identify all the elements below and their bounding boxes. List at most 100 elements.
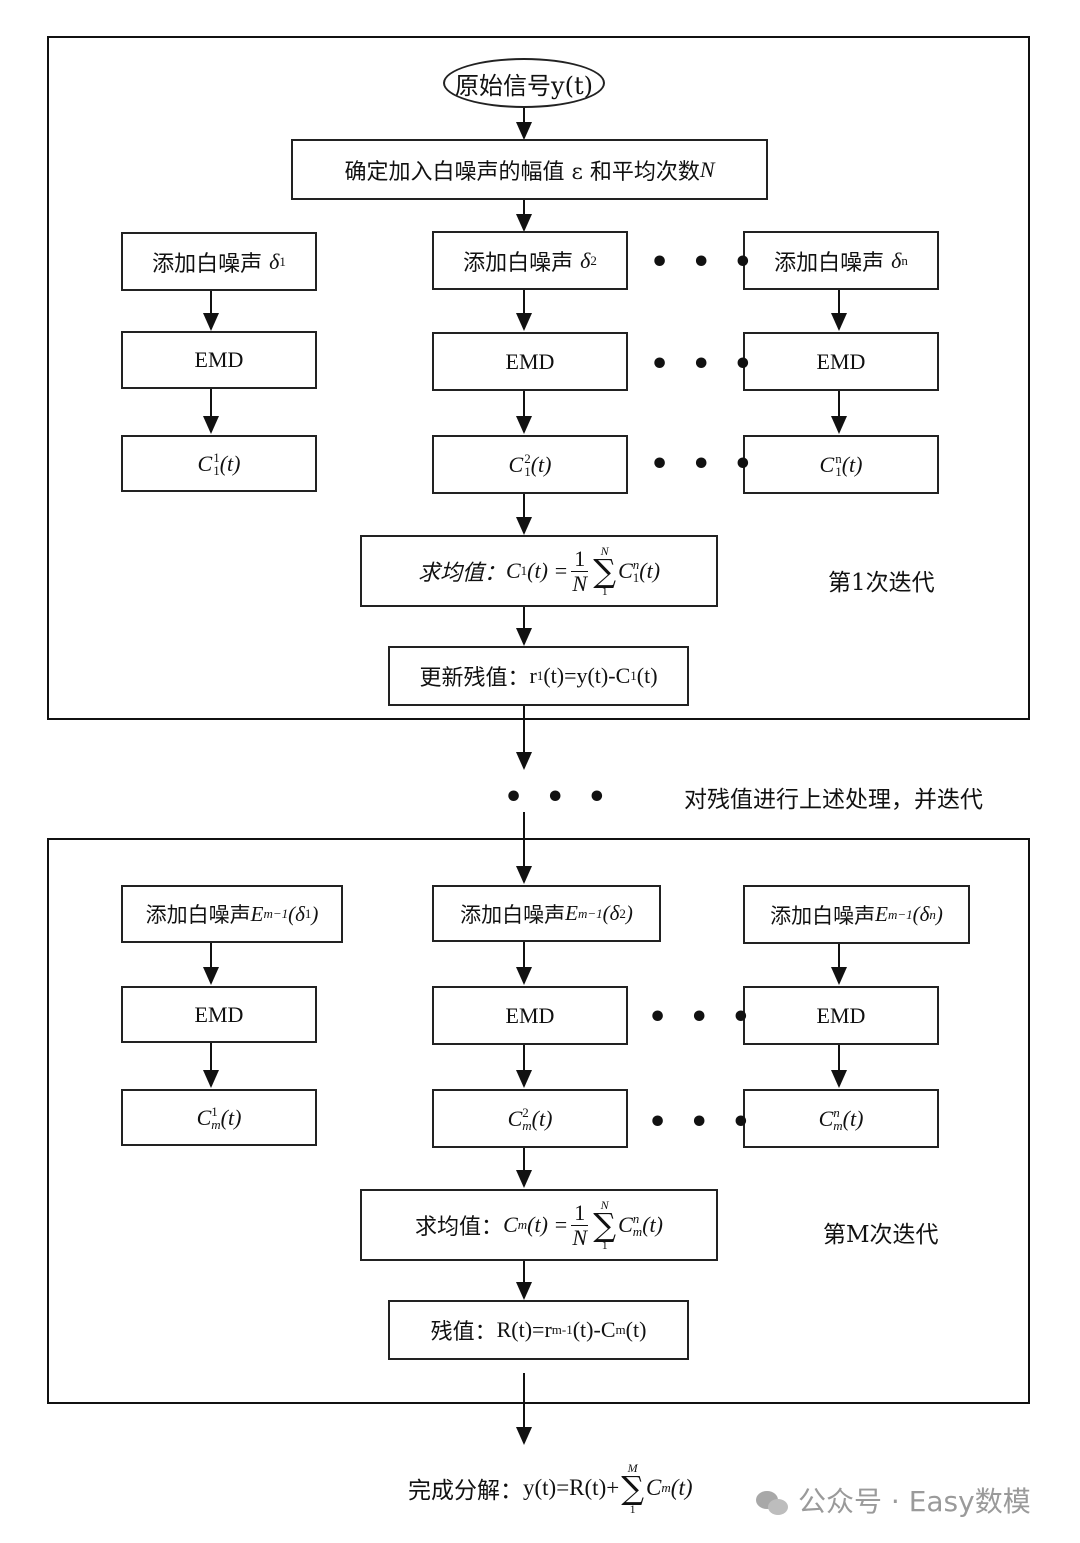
e-symbol: E (250, 901, 264, 926)
imf-arg: (t) (219, 450, 241, 476)
iteration-m-label: 第M次迭代 (823, 1222, 939, 1248)
residual-a: R(t)=r (496, 1317, 552, 1342)
e-sub: m−1 (263, 906, 289, 921)
mean-lhs-sub: m (517, 1217, 528, 1232)
delta-symbol: (δ (602, 901, 620, 925)
emd-box: EMD (432, 332, 628, 391)
mean-lhs-sub: 1 (520, 563, 528, 578)
imf-sub: m (522, 1117, 532, 1133)
imf-sub: m (211, 1116, 221, 1132)
final-c: C (646, 1475, 662, 1501)
imf-arg: (t) (841, 451, 863, 477)
sigma-symbol: ∑ (593, 1205, 617, 1244)
imf-sup: 1 (211, 1103, 218, 1119)
start-label: 原始信号y(t) (455, 71, 593, 100)
imf-arg: (t) (530, 451, 552, 477)
arrow (516, 607, 532, 646)
arrow (516, 706, 532, 770)
fraction-num: 1 (571, 547, 589, 572)
imf-sup: 2 (524, 450, 531, 466)
update-c-sub: 1 (630, 668, 637, 683)
delta-sub: 2 (590, 252, 597, 268)
arrow (203, 291, 219, 331)
e-sub: m−1 (577, 905, 603, 921)
iteration-m-frame (47, 838, 1030, 1404)
emd-label: EMD (194, 347, 244, 372)
residual-mid: (t)-C (572, 1317, 616, 1342)
arrow (516, 1045, 532, 1088)
add-noise-label: 添加白噪声 (774, 250, 885, 276)
mean-rhs-sub: m (632, 1224, 643, 1239)
delta-symbol: δ (580, 247, 591, 273)
summation: N∑1 (593, 1199, 616, 1252)
update-r-sub: 1 (536, 668, 544, 683)
arrow (516, 1373, 532, 1445)
mean-rhs-arg: (t) (642, 1212, 663, 1237)
fraction-den: N (572, 570, 588, 596)
arrow (831, 290, 847, 331)
imf-sub: 1 (213, 462, 220, 478)
arrow (516, 942, 532, 985)
arrow (516, 200, 532, 232)
imf-arg: (t) (531, 1105, 553, 1131)
arrow (203, 389, 219, 434)
emd-label: EMD (505, 1002, 555, 1028)
arrow (516, 391, 532, 434)
emd-box: EMD (743, 332, 939, 391)
fraction-den: N (572, 1224, 588, 1250)
wechat-icon (756, 1489, 790, 1517)
residual-label: 残值： (430, 1320, 497, 1345)
arrow (516, 812, 532, 884)
mean-rhs-sup: n (632, 557, 640, 572)
e-sub: m−1 (887, 906, 913, 922)
arrow (203, 943, 219, 985)
arrow (516, 108, 532, 140)
delta-sub: 2 (619, 905, 626, 921)
imf-symbol: C (818, 1105, 834, 1131)
add-noise-label: 添加白噪声 (463, 250, 574, 276)
arrow (831, 1045, 847, 1088)
iteration-1-label: 第1次迭代 (828, 570, 935, 596)
arrow (516, 1261, 532, 1300)
emd-box: EMD (432, 986, 628, 1045)
ellipsis: • • • (650, 245, 759, 280)
mean-eq: (t) = (527, 1212, 569, 1237)
emd-label: EMD (194, 1001, 244, 1027)
mean-lhs: C (503, 1212, 518, 1237)
arrow (516, 290, 532, 331)
add-noise-label: 添加白噪声 (770, 903, 876, 928)
imf-sup: n (833, 1104, 840, 1120)
mean-eq: (t) = (527, 558, 569, 583)
final-arg: (t) (670, 1475, 693, 1501)
residual-c-sub: m (615, 1322, 626, 1337)
imf-symbol: C (507, 1105, 523, 1131)
imf-sup: n (835, 450, 842, 466)
arrow (516, 494, 532, 535)
add-noise-label: 添加白噪声 (460, 902, 566, 927)
sum-top: M (627, 1461, 638, 1475)
sum-bottom: 1 (601, 584, 608, 599)
delta-symbol: (δ (288, 901, 305, 926)
final-expr: y(t)=R(t)+ (523, 1475, 620, 1501)
ellipsis: • • • (504, 780, 613, 815)
iteration-1-frame (47, 36, 1030, 720)
sum-bottom: 1 (629, 1501, 636, 1516)
sigma-symbol: ∑ (593, 551, 617, 590)
paren-close: ) (935, 902, 943, 926)
